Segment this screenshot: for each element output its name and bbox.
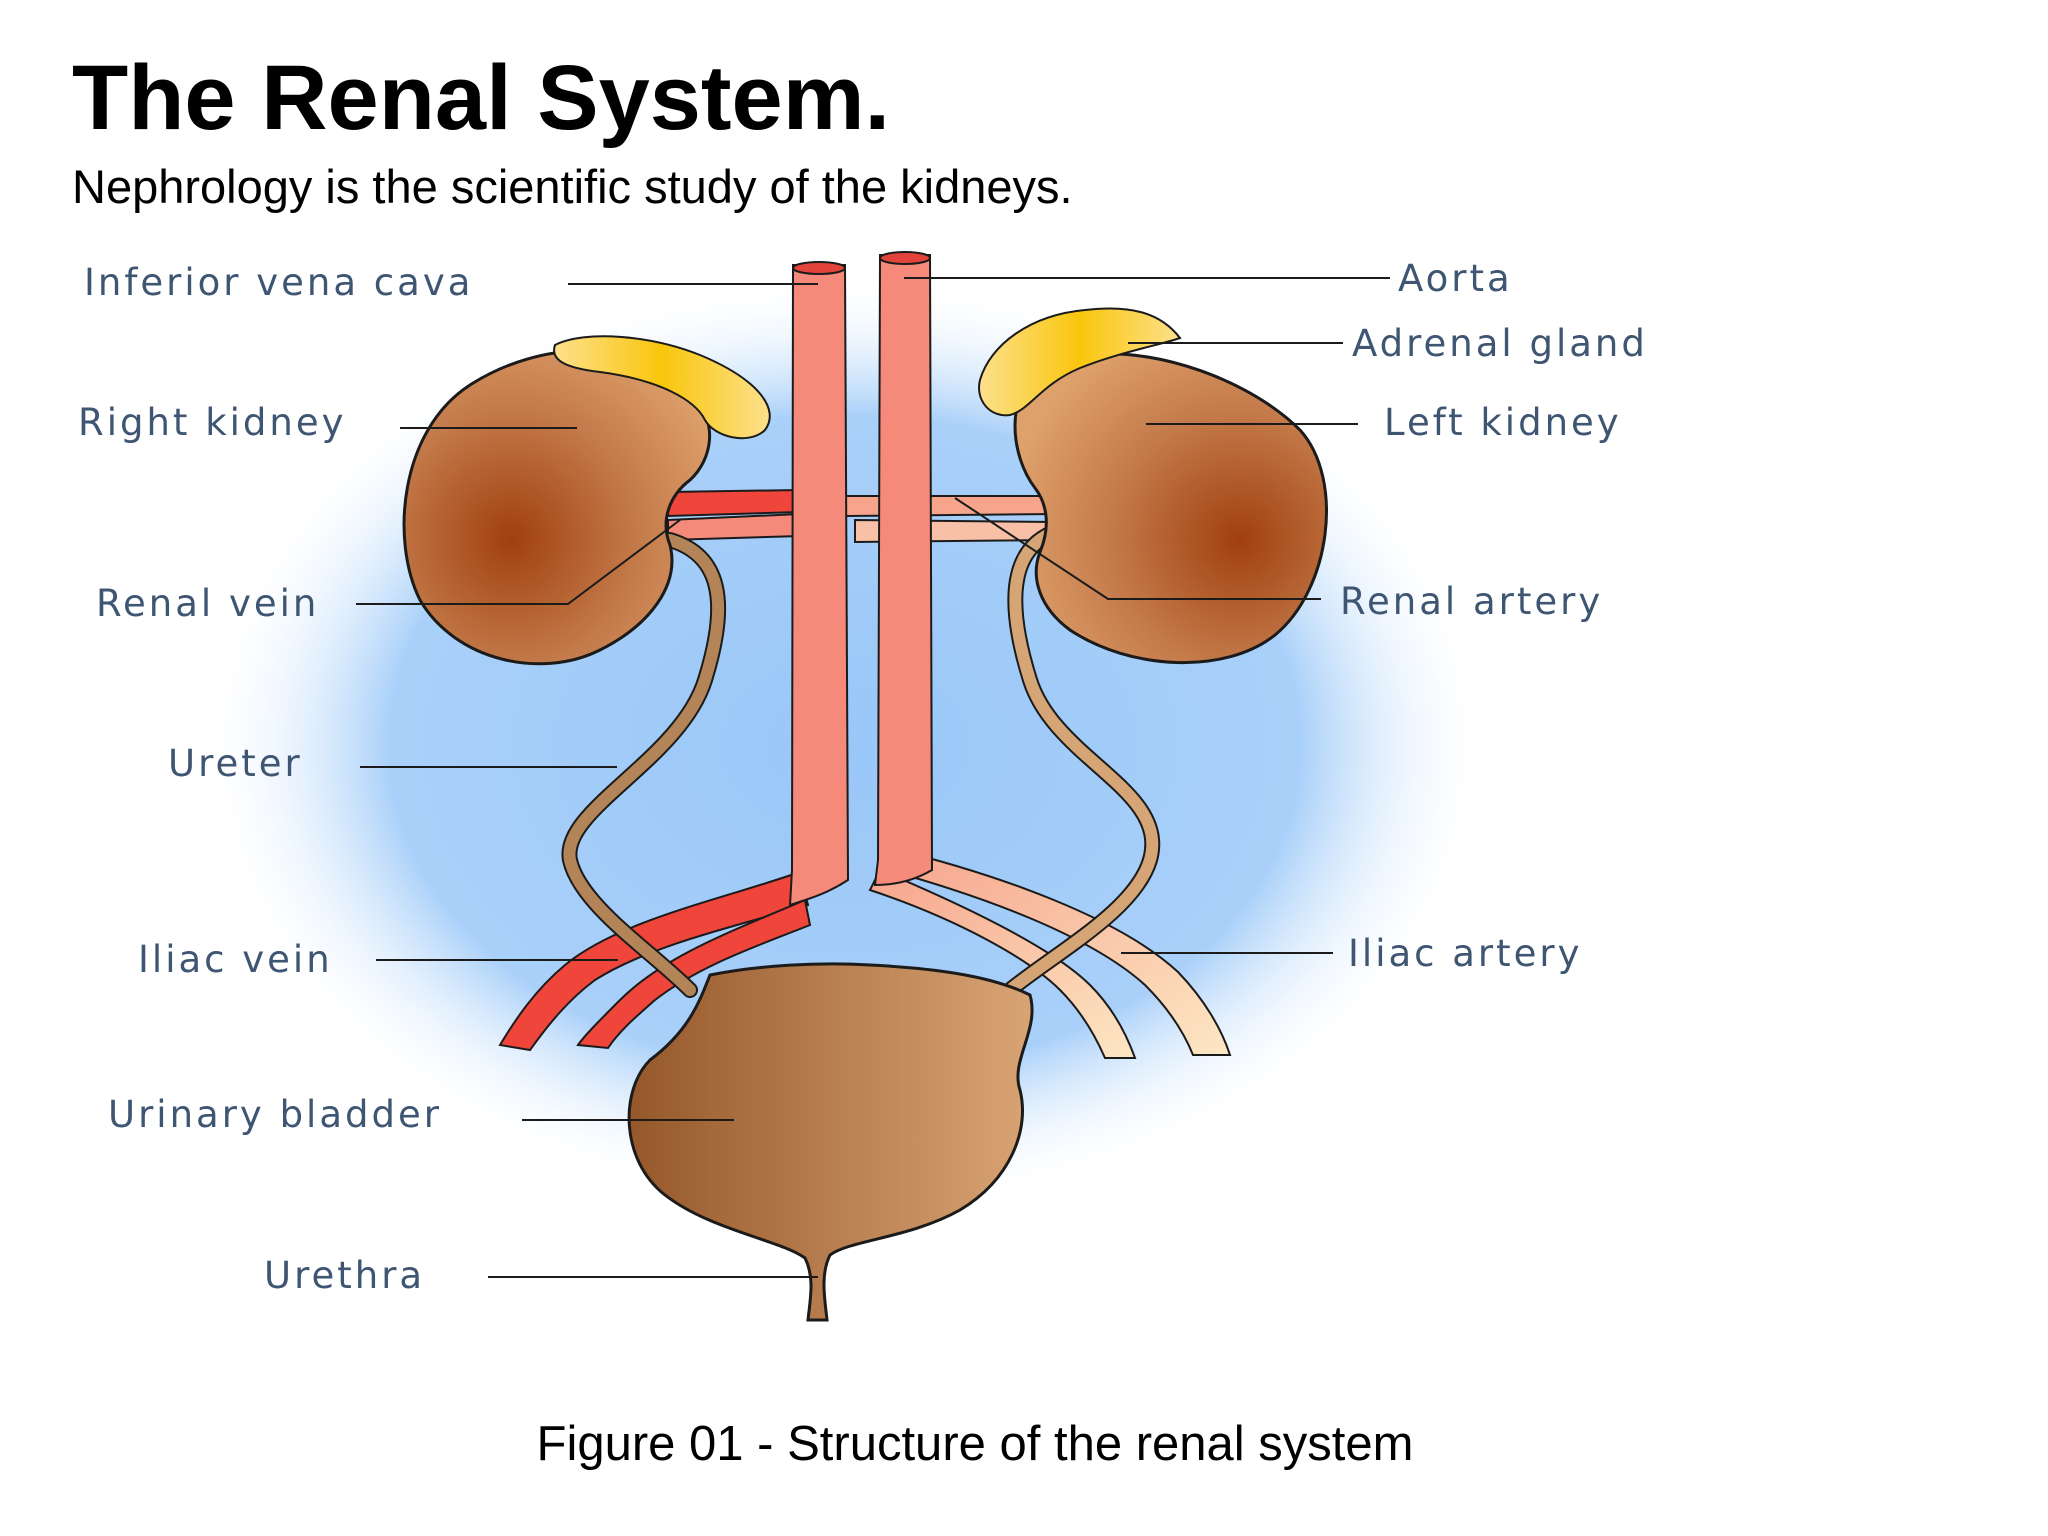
urinary-bladder-shape [627, 962, 1034, 1322]
label-right-kidney: Right kidney [78, 401, 347, 444]
page-subtitle: Nephrology is the scientific study of th… [72, 160, 1073, 213]
aorta-shape [873, 254, 934, 887]
ureter-left-fill [563, 534, 725, 996]
label-renal-artery: Renal artery [1340, 580, 1603, 623]
leader-renal-vein [356, 519, 681, 605]
renal-vein-shape [667, 488, 801, 518]
aorta-opening [879, 251, 931, 265]
label-inferior-vena-cava: Inferior vena cava [84, 261, 473, 304]
leader-renal-artery [954, 497, 1321, 600]
vena-cava-opening [792, 261, 846, 275]
label-urinary-bladder: Urinary bladder [108, 1093, 442, 1136]
page-title: The Renal System. [72, 47, 891, 149]
left-adrenal-gland-shape [978, 307, 1182, 417]
label-adrenal-gland: Adrenal gland [1352, 322, 1648, 365]
left-kidney-shape [1013, 352, 1328, 664]
inferior-vena-cava-shape [788, 264, 850, 907]
renal-artery-shape [844, 495, 1056, 518]
label-iliac-artery: Iliac artery [1348, 932, 1583, 975]
iliac-artery-left [868, 868, 1137, 1059]
label-urethra: Urethra [264, 1254, 425, 1297]
label-aorta: Aorta [1398, 257, 1513, 300]
label-ureter: Ureter [168, 742, 303, 785]
label-left-kidney: Left kidney [1384, 401, 1622, 444]
iliac-vein-left [498, 870, 810, 1052]
right-adrenal-gland-shape [553, 335, 771, 440]
figure-caption: Figure 01 - Structure of the renal syste… [536, 1417, 1414, 1471]
label-renal-vein: Renal vein [96, 582, 319, 625]
ureter-right-fill [1004, 524, 1159, 996]
label-iliac-vein: Iliac vein [138, 938, 333, 981]
iliac-vein-right-branch [576, 898, 812, 1050]
